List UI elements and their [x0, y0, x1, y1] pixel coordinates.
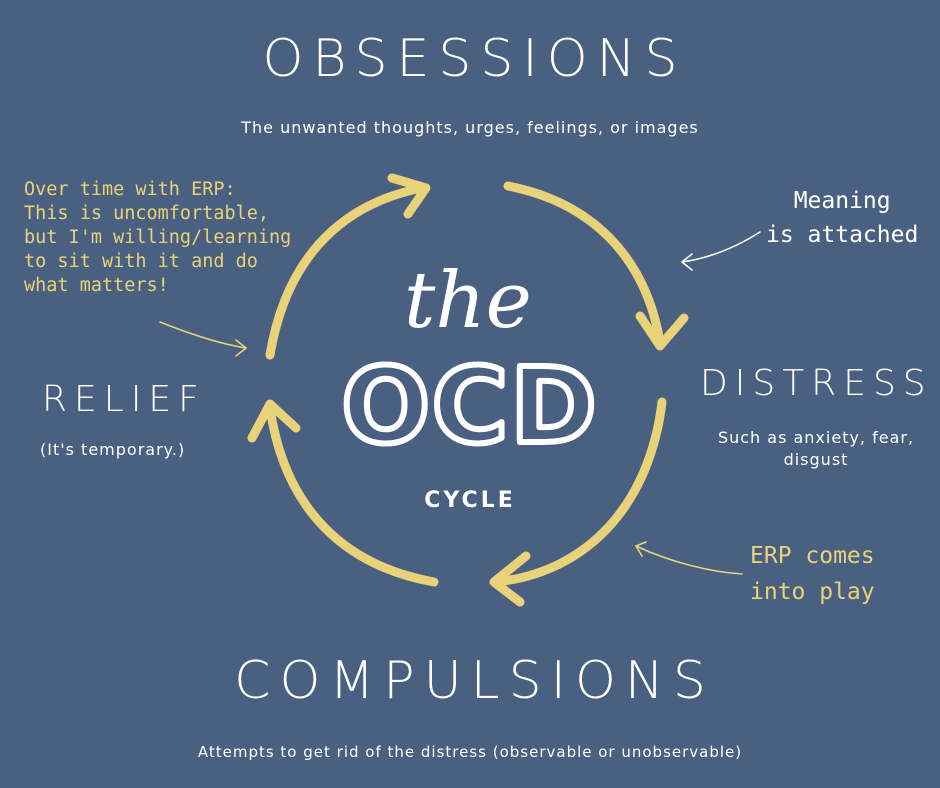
stage-desc-obsessions: The unwanted thoughts, urges, feelings, … — [241, 118, 699, 137]
stage-label-compulsions: COMPULSIONS — [234, 651, 715, 711]
arrow-compulsions-to-relief — [265, 403, 439, 587]
pointer-meaning — [681, 231, 761, 263]
annotation-meaning-line2: is attached — [766, 222, 919, 248]
annotation-erp-play: ERP comes into play — [750, 538, 875, 610]
annotation-meaning: Meaning is attached — [766, 184, 918, 252]
arrow-relief-to-obsessions — [265, 183, 427, 360]
annotation-erp-over-time-line1: Over time with ERP: — [24, 179, 236, 200]
annotation-erp-over-time-line3: but I'm willing/learning — [24, 227, 292, 248]
title-ocd: OCD — [341, 345, 598, 467]
stage-label-distress: DISTRESS — [700, 363, 933, 404]
annotation-erp-over-time-line2: This is uncomfortable, — [24, 203, 270, 224]
arrow-head-compulsions — [489, 551, 531, 607]
title-cycle: CYCLE — [424, 488, 516, 513]
stage-label-relief: RELIEF — [42, 379, 206, 420]
pointer-head-erp-play — [635, 541, 647, 557]
stage-label-obsessions: OBSESSIONS — [262, 29, 687, 89]
arrow-distress-to-compulsions — [491, 397, 667, 587]
pointer-head-meaning — [681, 253, 693, 271]
pointer-erp-play — [635, 545, 743, 575]
arrow-obsessions-to-distress — [503, 181, 665, 347]
annotation-erp-over-time-line4: to sit with it and do — [24, 251, 258, 272]
stage-desc-compulsions: Attempts to get rid of the distress (obs… — [197, 743, 743, 761]
annotation-erp-over-time: Over time with ERP: This is uncomfortabl… — [24, 178, 291, 298]
stage-desc-relief: (It's temporary.) — [40, 440, 186, 459]
arrow-head-relief — [247, 399, 301, 443]
annotation-erp-over-time-line5: what matters! — [24, 275, 169, 296]
pointer-head-erp-time — [235, 339, 247, 357]
arrow-head-obsessions — [387, 173, 431, 219]
arrow-head-distress — [635, 311, 689, 351]
annotation-erp-play-line1: ERP comes — [750, 543, 875, 569]
stage-desc-distress-line2: disgust — [783, 450, 849, 469]
annotation-erp-play-line2: into play — [750, 579, 875, 605]
annotation-meaning-line1: Meaning — [793, 188, 891, 214]
stage-desc-distress-line1: Such as anxiety, fear, — [717, 428, 915, 447]
title-the: the — [404, 256, 532, 346]
pointer-erp-time — [159, 321, 247, 349]
